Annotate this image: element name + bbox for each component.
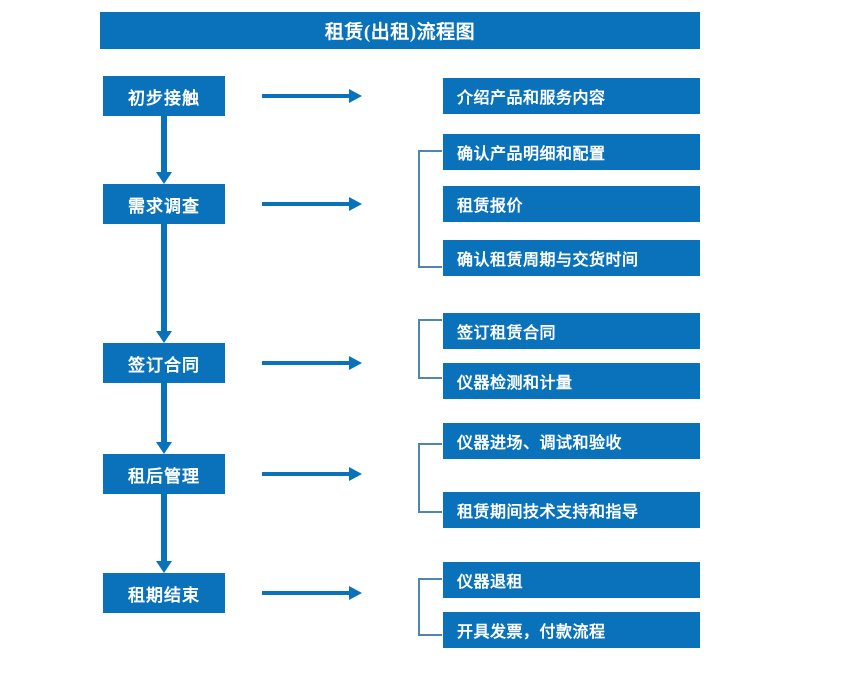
group-bracket-4 [418, 443, 442, 513]
horizontal-arrow-3 [262, 356, 362, 370]
task-box-4-2[interactable]: 租赁期间技术支持和指导 [443, 492, 700, 528]
vertical-arrow-3 [156, 383, 172, 454]
arrow-head-icon [349, 356, 362, 370]
arrow-head-icon [349, 586, 362, 600]
arrow-head-icon [349, 467, 362, 481]
task-box-3-1[interactable]: 签订租赁合同 [443, 313, 700, 349]
group-bracket-3 [418, 319, 442, 379]
vertical-arrow-1 [156, 116, 172, 184]
horizontal-arrow-2 [262, 197, 362, 211]
task-box-2-2[interactable]: 租赁报价 [443, 186, 700, 222]
arrow-shaft [262, 94, 350, 98]
arrow-head-icon [156, 331, 172, 343]
arrow-head-icon [156, 172, 172, 184]
arrow-shaft [161, 383, 167, 442]
arrow-shaft [262, 591, 350, 595]
group-bracket-5 [418, 578, 442, 636]
task-box-1-1[interactable]: 介绍产品和服务内容 [443, 78, 700, 114]
arrow-shaft [262, 472, 350, 476]
arrow-shaft [161, 116, 167, 172]
arrow-shaft [262, 361, 350, 365]
task-box-3-2[interactable]: 仪器检测和计量 [443, 363, 700, 399]
group-bracket-2 [418, 150, 442, 268]
task-box-5-1[interactable]: 仪器退租 [443, 562, 700, 598]
arrow-shaft [262, 202, 350, 206]
horizontal-arrow-1 [262, 89, 362, 103]
arrow-shaft [161, 494, 167, 561]
arrow-head-icon [156, 442, 172, 454]
stage-box-3[interactable]: 签订合同 [103, 343, 225, 383]
task-box-2-1[interactable]: 确认产品明细和配置 [443, 134, 700, 170]
arrow-shaft [161, 224, 167, 331]
page-title: 租赁(出租)流程图 [100, 12, 700, 49]
task-box-4-1[interactable]: 仪器进场、调试和验收 [443, 423, 700, 459]
vertical-arrow-4 [156, 494, 172, 573]
arrow-head-icon [349, 89, 362, 103]
stage-box-4[interactable]: 租后管理 [103, 454, 225, 494]
vertical-arrow-2 [156, 224, 172, 343]
horizontal-arrow-5 [262, 586, 362, 600]
arrow-head-icon [156, 561, 172, 573]
horizontal-arrow-4 [262, 467, 362, 481]
task-box-5-2[interactable]: 开具发票，付款流程 [443, 612, 700, 648]
task-box-2-3[interactable]: 确认租赁周期与交货时间 [443, 240, 700, 276]
stage-box-1[interactable]: 初步接触 [103, 76, 225, 116]
stage-box-5[interactable]: 租期结束 [103, 573, 225, 613]
stage-box-2[interactable]: 需求调查 [103, 184, 225, 224]
arrow-head-icon [349, 197, 362, 211]
